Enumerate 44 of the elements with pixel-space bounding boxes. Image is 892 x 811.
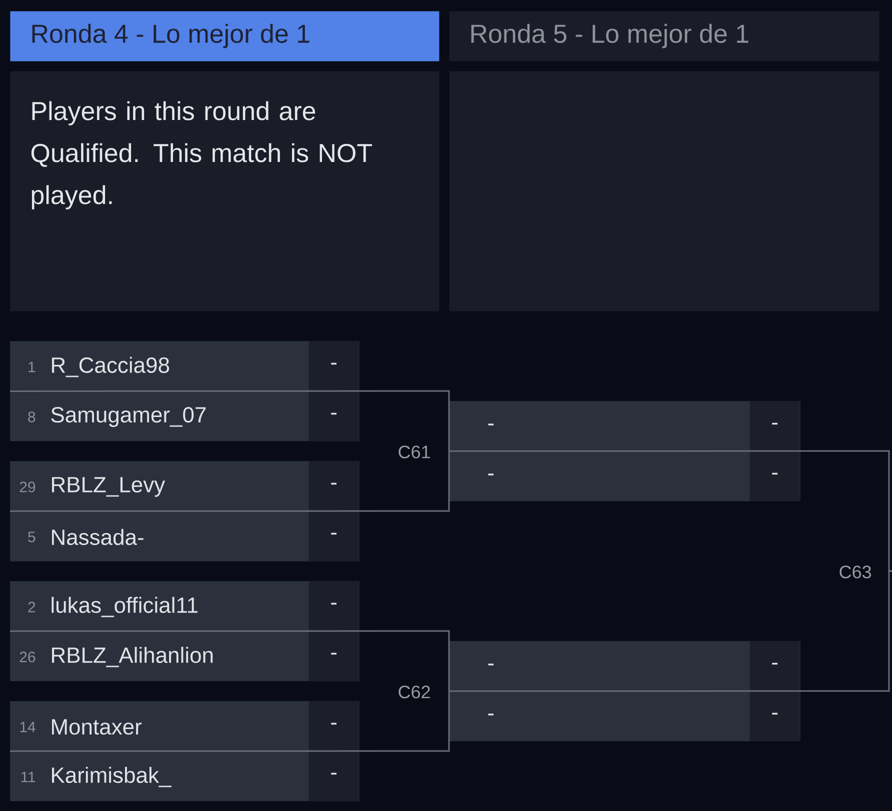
score-cell: - <box>308 391 359 442</box>
bracket-line <box>10 691 450 752</box>
score-cell: - <box>750 641 800 692</box>
player-name: - <box>488 664 494 666</box>
bracket-line <box>10 451 450 512</box>
score-cell: - <box>308 511 359 562</box>
player-name: RBLZ_Levy <box>52 477 166 497</box>
player-name: RBLZ_Alihanlion <box>52 646 213 668</box>
score-cell: - <box>308 461 359 512</box>
score-cell: - <box>750 691 800 742</box>
score-cell: - <box>308 631 359 682</box>
score-cell: - <box>308 751 359 802</box>
bracket-line <box>10 390 450 452</box>
edge-label: C61 <box>396 444 432 460</box>
tab: Ronda 4 - Lo mejor de 1 <box>10 11 440 62</box>
score-cell: - <box>750 451 800 502</box>
bracket-line <box>449 450 892 572</box>
bracket-line <box>449 570 892 692</box>
edge-label: C63 <box>838 564 873 580</box>
seed-number: 5 <box>28 532 36 542</box>
seed-number: 8 <box>28 412 36 422</box>
score-cell: - <box>308 701 359 752</box>
player-name: lukas_official11 <box>52 596 198 618</box>
score-cell: - <box>308 581 359 632</box>
player-name: Samugamer_07 <box>51 407 206 427</box>
seed-number: 2 <box>28 602 36 612</box>
bracket-line <box>10 630 450 692</box>
player-name: Montaxer <box>52 719 142 735</box>
seed-number: 29 <box>20 482 36 492</box>
seed-number: 11 <box>21 772 36 782</box>
player-name: Karimisbak_ <box>52 766 172 788</box>
seed-number: 14 <box>20 722 36 732</box>
player-name: - <box>488 474 494 476</box>
tab: Ronda 5 - Lo mejor de 1 <box>449 11 880 62</box>
seed-number: 26 <box>20 652 36 662</box>
info-panel: Players in this round are Qualified. This match is NOT played. <box>10 71 440 312</box>
score-cell: - <box>750 401 800 452</box>
player-name: - <box>488 424 494 426</box>
score-cell: - <box>308 341 359 392</box>
player-name: R_Caccia98 <box>52 356 170 378</box>
player-name: - <box>488 714 494 716</box>
seed-number: 1 <box>28 362 36 372</box>
player-name: Nassada- <box>52 528 144 546</box>
edge-label: C62 <box>396 684 432 700</box>
